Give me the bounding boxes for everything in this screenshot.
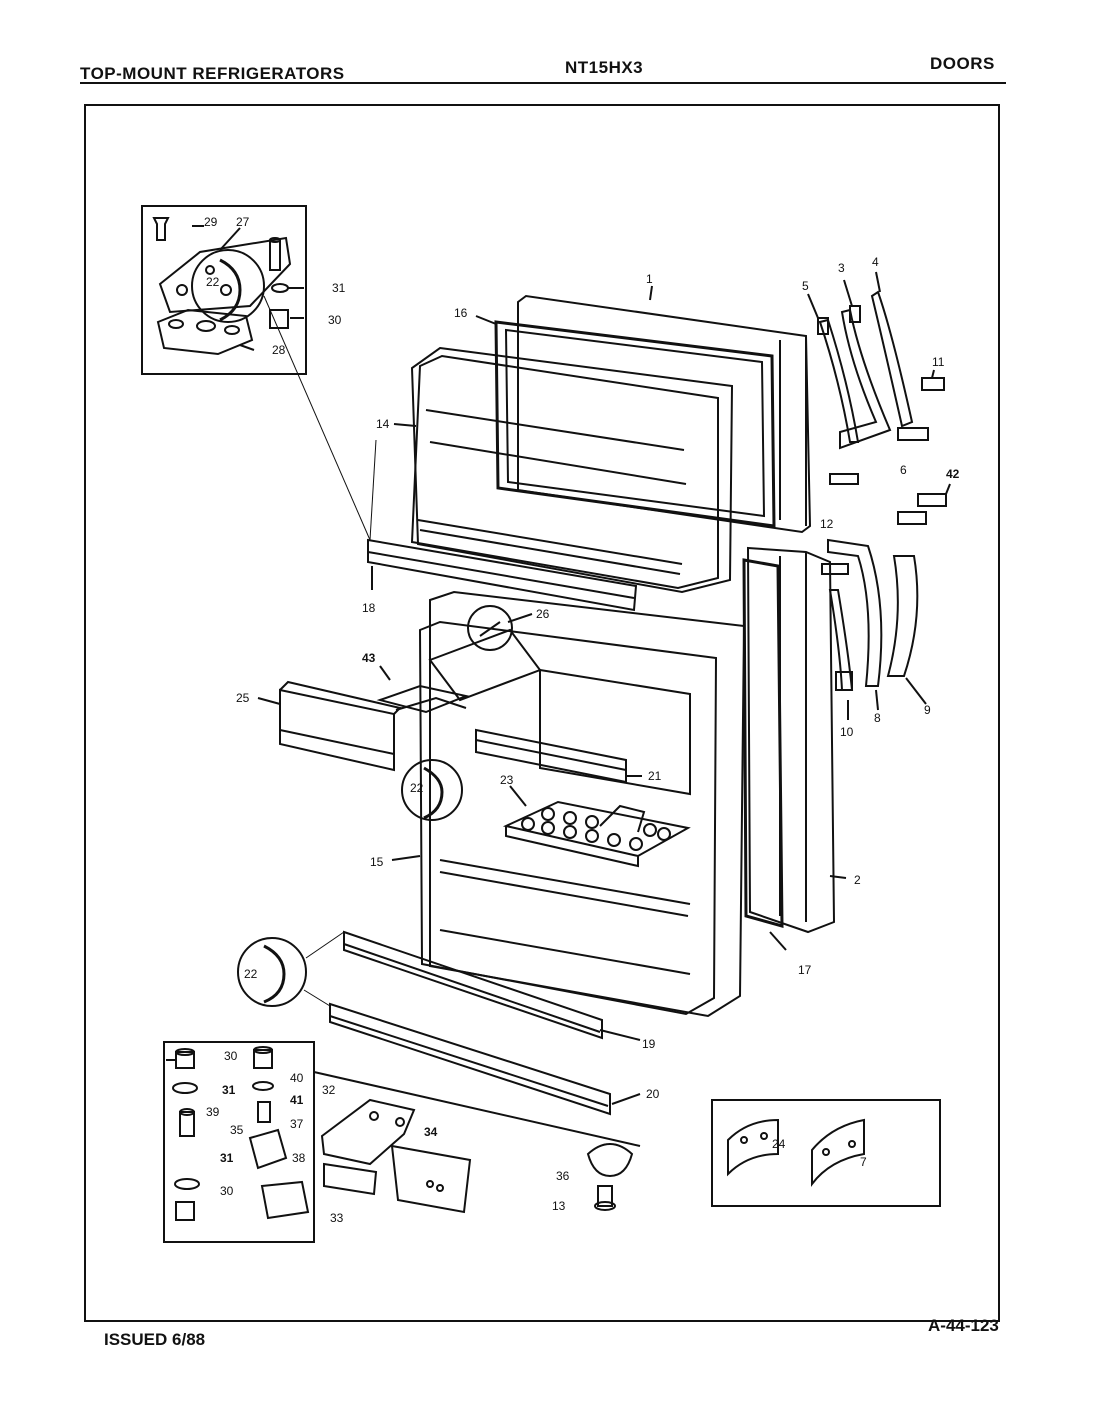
detail-22-bottom xyxy=(237,931,345,1007)
header-section: DOORS xyxy=(930,54,995,73)
issue-date: ISSUED 6/88 xyxy=(104,1330,206,1349)
fresh-food-door-gasket xyxy=(742,558,787,951)
callout-17: 17 xyxy=(798,963,812,977)
freezer-door-liner xyxy=(393,346,734,594)
callout-8: 8 xyxy=(874,711,881,725)
callout-30c: 30 xyxy=(220,1184,234,1198)
callout-29: 29 xyxy=(204,215,218,229)
callout-42: 42 xyxy=(946,467,960,481)
top-hinge-inset xyxy=(141,205,307,375)
callout-15: 15 xyxy=(370,855,384,869)
callout-19: 19 xyxy=(642,1037,656,1051)
callout-33: 33 xyxy=(330,1211,344,1225)
door-shelf-20 xyxy=(329,1002,641,1116)
header-title: TOP-MOUNT REFRIGERATORS xyxy=(80,64,345,83)
fresh-food-door-outer xyxy=(746,546,847,934)
diagram-frame xyxy=(84,104,1000,1322)
fresh-food-door-liner xyxy=(391,590,746,1018)
bracket-inset xyxy=(711,1099,941,1207)
callout-10: 10 xyxy=(840,725,854,739)
callout-31a: 31 xyxy=(332,281,346,295)
egg-tray xyxy=(502,785,691,868)
door-bar-43 xyxy=(376,665,470,714)
callout-13: 13 xyxy=(552,1199,566,1213)
callout-22a: 22 xyxy=(206,275,220,289)
freezer-door-gasket xyxy=(475,315,776,528)
header-rule xyxy=(80,82,1006,84)
callout-39: 39 xyxy=(206,1105,220,1119)
callout-22b: 22 xyxy=(410,781,424,795)
callout-22c: 22 xyxy=(244,967,258,981)
callout-23: 23 xyxy=(500,773,514,787)
door-shelf-19 xyxy=(343,930,641,1041)
callout-41: 41 xyxy=(290,1093,304,1107)
callout-35: 35 xyxy=(230,1123,244,1137)
callout-20: 20 xyxy=(646,1087,660,1101)
callout-27: 27 xyxy=(236,215,250,229)
callout-28: 28 xyxy=(272,343,286,357)
door-shelf-25 xyxy=(257,680,402,772)
dairy-compartment xyxy=(428,605,542,702)
callout-24: 24 xyxy=(772,1137,786,1151)
callout-5: 5 xyxy=(802,279,809,293)
callout-26: 26 xyxy=(536,607,550,621)
callout-30a: 30 xyxy=(328,313,342,327)
callout-14: 14 xyxy=(376,417,390,431)
callout-7: 7 xyxy=(860,1155,867,1169)
callout-18: 18 xyxy=(362,601,376,615)
callout-32: 32 xyxy=(322,1083,336,1097)
freezer-door-outer xyxy=(517,285,812,534)
callout-21: 21 xyxy=(648,769,662,783)
drawing-number: A-44-123 xyxy=(928,1316,999,1335)
door-shelf-21 xyxy=(475,728,642,784)
lower-hinge-plates xyxy=(320,1098,472,1214)
callout-30b: 30 xyxy=(224,1049,238,1063)
callout-9: 9 xyxy=(924,703,931,717)
callout-1: 1 xyxy=(646,272,653,286)
callout-43: 43 xyxy=(362,651,376,665)
callout-2: 2 xyxy=(854,873,861,887)
upper-hinge-parts xyxy=(807,271,951,525)
middle-hinge-parts xyxy=(821,538,927,720)
callout-6: 6 xyxy=(900,463,907,477)
callout-40: 40 xyxy=(290,1071,304,1085)
header-model: NT15HX3 xyxy=(565,58,644,77)
callout-25: 25 xyxy=(236,691,250,705)
cap-and-screw xyxy=(586,1143,634,1211)
callout-37: 37 xyxy=(290,1117,304,1131)
callout-36: 36 xyxy=(556,1169,570,1183)
callout-3: 3 xyxy=(838,261,845,275)
detail-22-middle xyxy=(401,759,463,821)
callout-12: 12 xyxy=(820,517,834,531)
callout-31b: 31 xyxy=(222,1083,236,1097)
bottom-hinge-inset xyxy=(163,1041,641,1243)
callout-11: 11 xyxy=(932,355,945,369)
callout-34: 34 xyxy=(424,1125,438,1139)
callout-16: 16 xyxy=(454,306,468,320)
callout-4: 4 xyxy=(872,255,879,269)
callout-38: 38 xyxy=(292,1151,306,1165)
detail-22-top xyxy=(191,249,371,541)
callout-31c: 31 xyxy=(220,1151,234,1165)
freezer-door-shelf xyxy=(367,439,638,612)
